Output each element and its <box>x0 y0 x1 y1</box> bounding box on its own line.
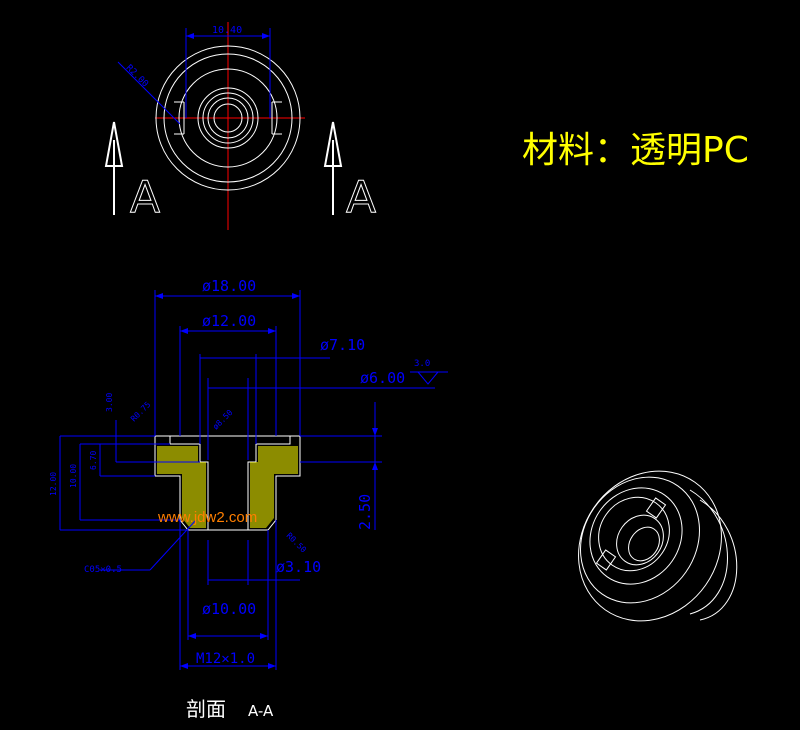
view-arrow-left: A <box>104 121 161 224</box>
dim-d600: ø6.00 <box>360 369 405 387</box>
watermark: www.jdw2.com <box>157 509 257 526</box>
view-marker-left: A <box>130 172 160 223</box>
dim-d310: ø3.10 <box>276 558 321 576</box>
dim-r2: ø8.50 <box>211 408 235 432</box>
section-label: 剖面 <box>186 697 226 721</box>
section-id: A-A <box>248 702 274 720</box>
view-arrow-right: A <box>323 121 377 224</box>
dim-d710: ø7.10 <box>320 336 365 354</box>
dim-chamfer: C05✕0.5 <box>84 565 122 575</box>
section-view: ø18.00 ø12.00 ø7.10 ø6.00 3.0 M12✕1.0 ø1… <box>49 277 448 670</box>
dim-left-1: 3.00 <box>105 393 114 412</box>
dim-r1: R0.75 <box>129 400 153 424</box>
dim-left-2: 12.00 <box>49 472 58 496</box>
dim-d10: ø10.00 <box>202 600 256 618</box>
dim-thread: M12✕1.0 <box>196 651 255 667</box>
material-note: 材料：透明PC <box>522 130 749 171</box>
dim-r3: R0.50 <box>285 531 309 555</box>
dim-top-diag: R2.00 <box>124 63 150 89</box>
dim-h250: 2.50 <box>356 494 374 530</box>
isometric-view <box>578 470 738 622</box>
dim-left-3: 10.00 <box>69 464 78 488</box>
dim-d12: ø12.00 <box>202 312 256 330</box>
dim-left-4: 6.70 <box>89 451 98 470</box>
surface-finish: 3.0 <box>414 359 430 369</box>
view-marker-right: A <box>346 172 376 223</box>
dim-top-width: 10.40 <box>212 25 242 36</box>
dim-d18: ø18.00 <box>202 277 256 295</box>
